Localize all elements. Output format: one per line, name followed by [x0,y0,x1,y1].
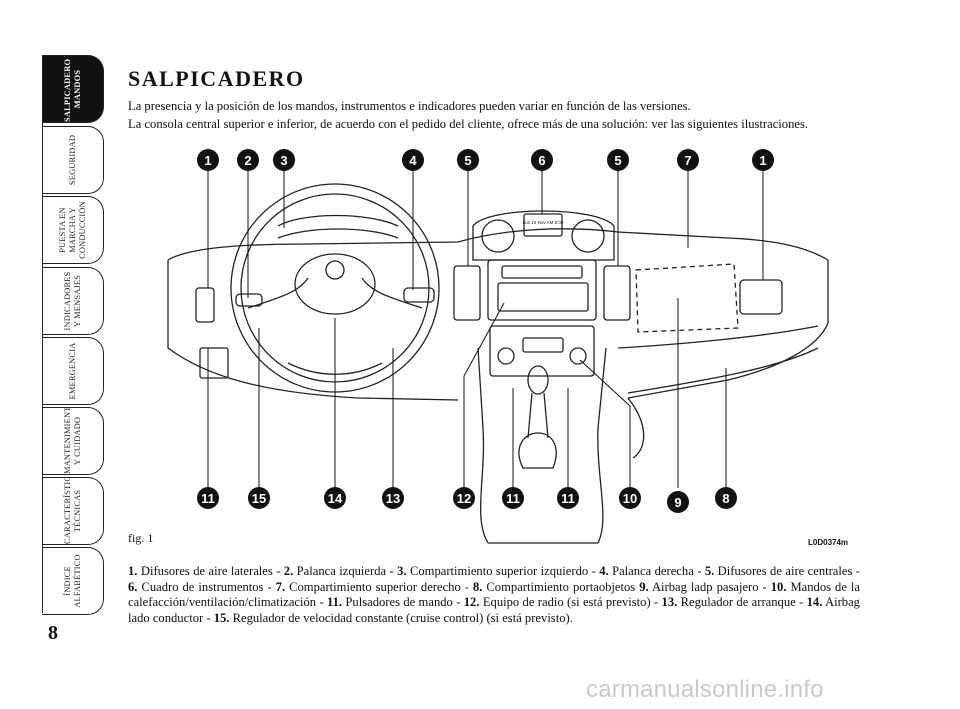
svg-text:11: 11 [506,491,520,506]
callout-marker: 1 [197,149,219,171]
svg-text:14: 14 [328,491,343,506]
svg-text:2: 2 [244,153,251,168]
svg-text:1: 1 [759,153,766,168]
page-title: SALPICADERO [128,66,305,91]
svg-text:11: 11 [561,491,575,506]
callout-marker: 2 [237,149,259,171]
watermark: carmanualsonline.info [586,676,824,703]
svg-text:6: 6 [538,153,545,168]
callout-marker: 15 [248,487,270,509]
callout-marker: 11 [557,487,579,509]
page-number: 8 [48,622,58,644]
callout-marker: 11 [502,487,524,509]
svg-text:13: 13 [386,491,400,506]
callout-marker: 8 [715,487,737,509]
svg-text:1: 1 [204,153,211,168]
svg-text:9: 9 [674,495,681,510]
svg-text:10: 10 [623,491,637,506]
svg-text:5: 5 [614,153,621,168]
callout-marker: 7 [677,149,699,171]
cluster-display-text: Lun 19 Nov AM 8:00 [523,220,564,225]
tab-label: SEGURIDAD [67,134,77,186]
callout-marker: 13 [382,487,404,509]
callout-marker: 6 [531,149,553,171]
callout-marker: 11 [197,487,219,509]
figure-code: L0D0374m [808,538,849,547]
tab-seguridad[interactable]: SEGURIDAD [42,126,104,194]
callout-marker: 10 [619,487,641,509]
callout-marker: 4 [402,149,424,171]
callout-marker: 12 [453,487,475,509]
tab-label: EMERGENCIA [67,342,77,400]
intro-paragraph-2: La consola central superior e inferior, … [128,117,809,131]
callout-marker: 3 [273,149,295,171]
svg-text:5: 5 [464,153,471,168]
svg-text:12: 12 [457,491,471,506]
dashboard-illustration: 1 2 3 4 5 6 5 7 1 11 15 14 [167,149,829,544]
svg-text:7: 7 [684,153,691,168]
svg-text:3: 3 [280,153,287,168]
svg-text:4: 4 [409,153,417,168]
svg-text:11: 11 [201,491,215,506]
svg-text:15: 15 [252,491,266,506]
tab-emergencia[interactable]: EMERGENCIA [42,337,104,405]
figure-label: fig. 1 [128,531,154,545]
tabs-divider [42,55,44,613]
callout-marker: 9 [667,491,689,513]
callout-marker: 5 [457,149,479,171]
svg-text:8: 8 [722,491,729,506]
callout-marker: 14 [324,487,346,509]
callout-marker: 5 [607,149,629,171]
intro-paragraph-1: La presencia y la posición de los mandos… [128,99,691,113]
callout-marker: 1 [752,149,774,171]
figure-caption: 1. Difusores de aire laterales - 2. Pala… [128,564,861,625]
